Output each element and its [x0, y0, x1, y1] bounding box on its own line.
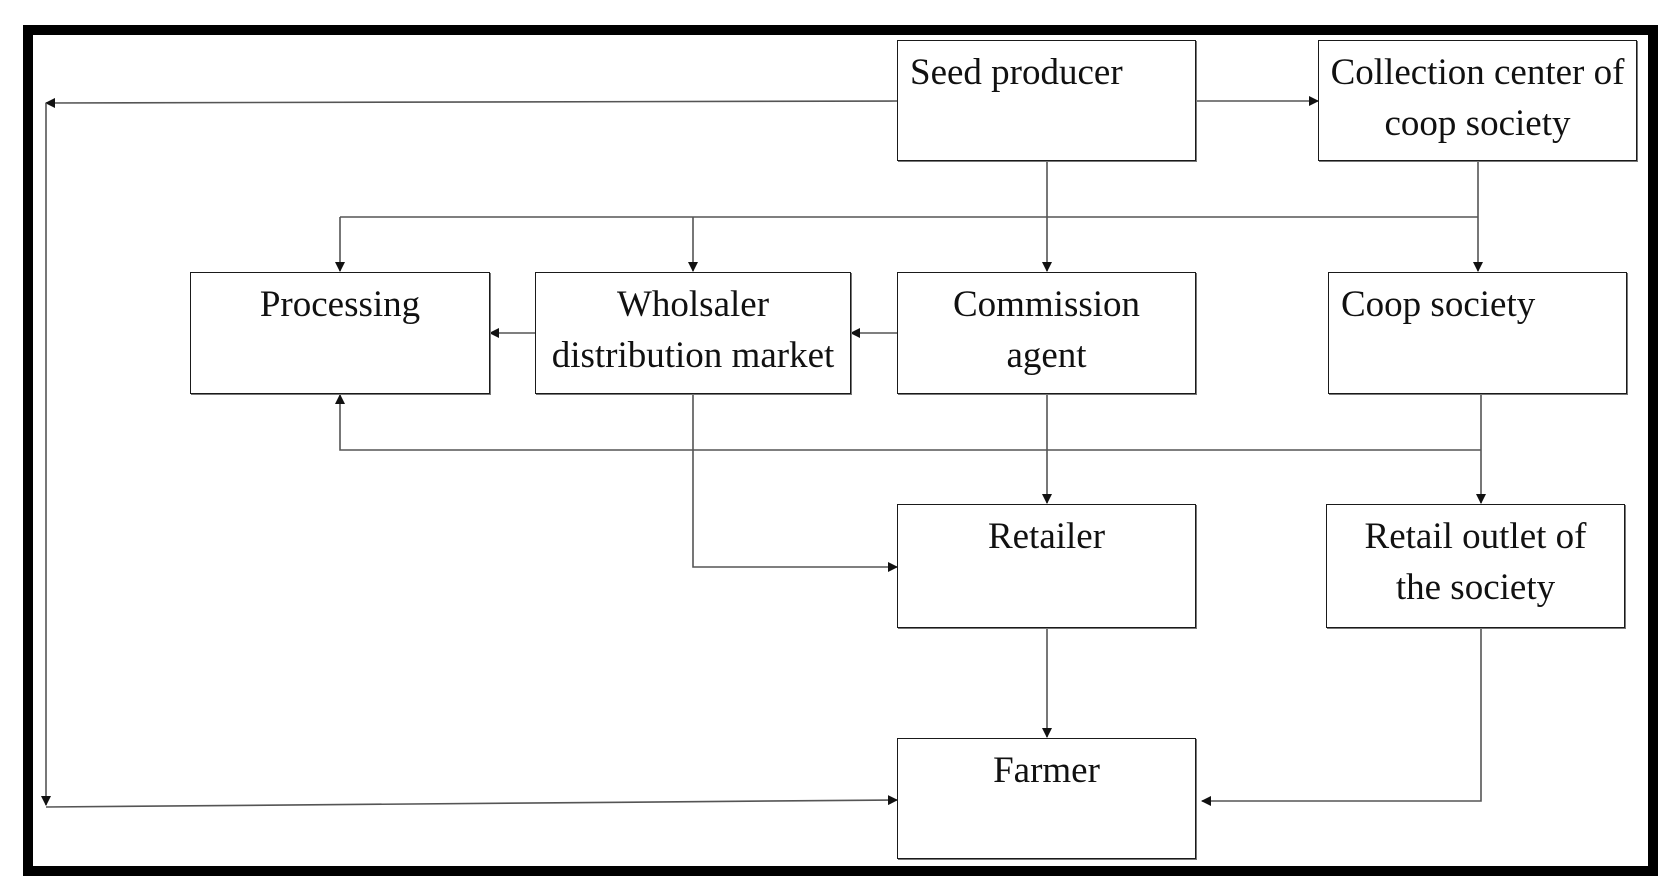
node-label-line-1: Wholsaler	[616, 284, 770, 325]
node-label: Retailer	[987, 516, 1106, 557]
node-label-line-2: the society	[1395, 567, 1556, 608]
node-processing: Processing	[190, 272, 490, 394]
node-label-line-2: agent	[1006, 335, 1087, 376]
node-collection-center: Collection center of coop society	[1318, 40, 1637, 161]
node-seed-producer: Seed producer	[897, 40, 1196, 161]
node-label: Processing	[259, 284, 421, 325]
node-coop-society: Coop society	[1328, 272, 1627, 394]
node-farmer: Farmer	[897, 738, 1196, 859]
node-label-line-2: coop society	[1384, 103, 1571, 144]
node-label-line-2: distribution market	[551, 335, 835, 376]
connector-left-rail-to-farmer	[45, 795, 898, 808]
node-wholesaler: Wholsaler distribution market	[535, 272, 851, 394]
node-retailer: Retailer	[897, 504, 1196, 628]
connector-coop-to-processing	[335, 394, 1481, 451]
node-label: Coop society	[1341, 284, 1536, 325]
node-label: Farmer	[993, 750, 1100, 791]
node-commission-agent: Commission agent	[897, 272, 1196, 394]
node-retail-outlet: Retail outlet of the society	[1326, 504, 1625, 628]
node-label-line-1: Collection center of	[1330, 52, 1625, 93]
connector-seed-to-left-rail	[45, 97, 898, 108]
node-label: Seed producer	[910, 52, 1123, 93]
node-label-line-1: Retail outlet of	[1364, 516, 1587, 557]
node-label-line-1: Commission	[952, 284, 1141, 325]
connector-wholesaler-to-retailer	[692, 394, 898, 572]
connector-outlet-to-farmer	[1201, 628, 1482, 806]
